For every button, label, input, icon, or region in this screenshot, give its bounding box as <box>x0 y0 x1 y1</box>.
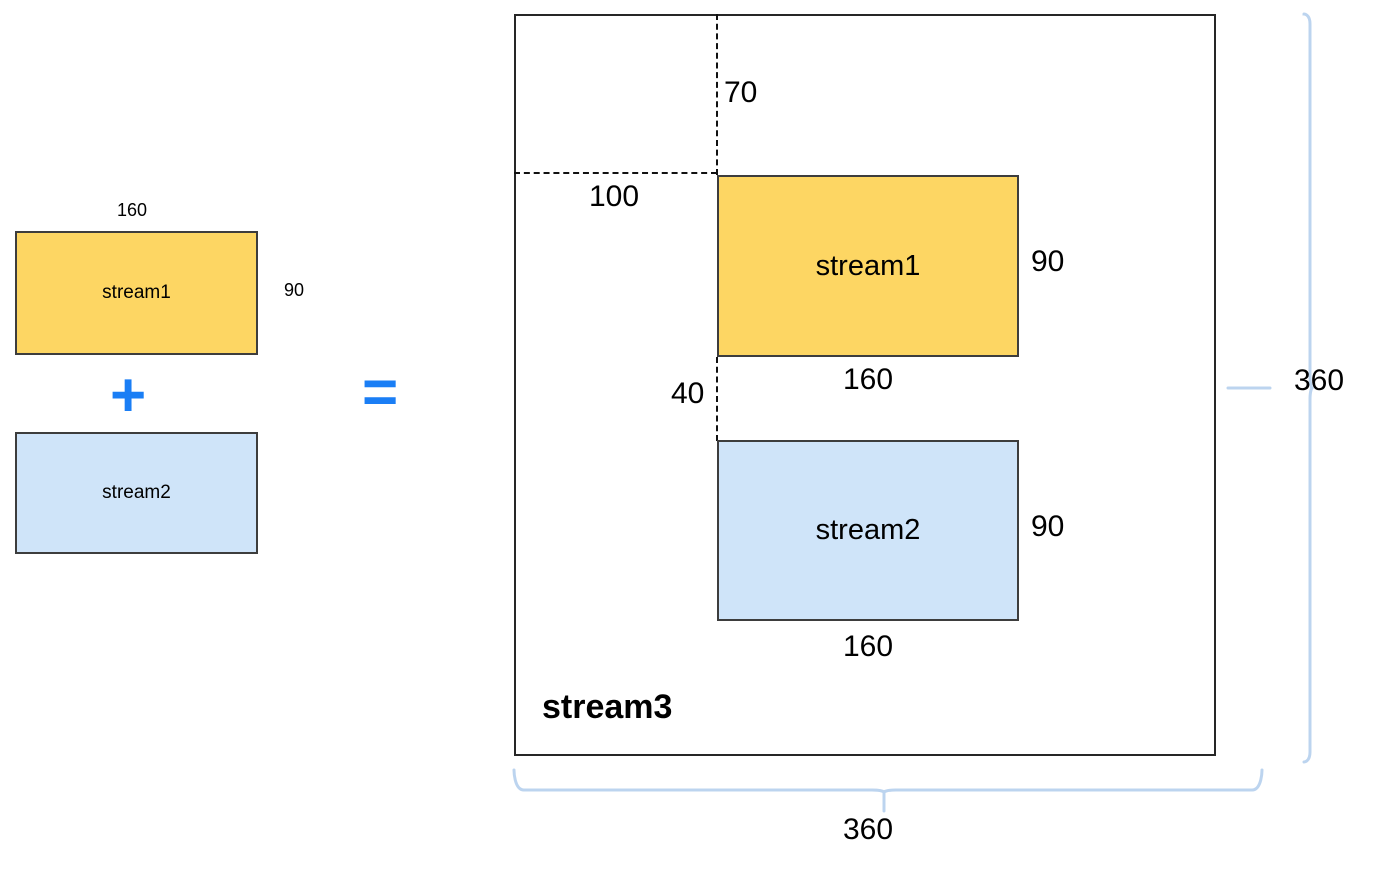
left-stream1-width-label: 160 <box>117 200 148 220</box>
result-stream2-box: stream2 <box>717 440 1019 621</box>
dashed-guide-vertical-top <box>716 14 718 175</box>
result-stream1-height-label: 90 <box>1031 245 1065 278</box>
width-brace-icon <box>512 768 1264 813</box>
result-stream2-width-label: 160 <box>843 630 894 663</box>
left-stream1-height-label: 90 <box>284 280 305 300</box>
plus-operator-icon: + <box>110 361 147 430</box>
total-height-label: 360 <box>1294 364 1345 397</box>
left-stream2-box: stream2 <box>15 432 258 554</box>
left-stream2-label: stream2 <box>102 482 171 503</box>
dashed-guide-vertical-gap <box>716 357 718 441</box>
result-stream1-box: stream1 <box>717 175 1019 357</box>
total-width-label: 360 <box>843 813 894 846</box>
stream-gap-label: 40 <box>671 377 705 410</box>
left-stream1-label: stream1 <box>102 282 171 303</box>
stream1-offset-y-label: 100 <box>589 180 640 213</box>
result-stream1-width-label: 160 <box>843 363 894 396</box>
result-stream2-label: stream2 <box>815 514 921 546</box>
stream3-title: stream3 <box>542 688 673 726</box>
stream3-box <box>514 14 1216 756</box>
dashed-guide-horizontal-top <box>514 172 717 174</box>
left-stream1-box: stream1 <box>15 231 258 355</box>
result-stream2-height-label: 90 <box>1031 510 1065 543</box>
result-stream1-label: stream1 <box>815 249 921 282</box>
height-brace-icon <box>1226 12 1315 764</box>
stream1-offset-x-label: 70 <box>724 76 758 109</box>
equals-operator-icon: = <box>362 358 399 427</box>
